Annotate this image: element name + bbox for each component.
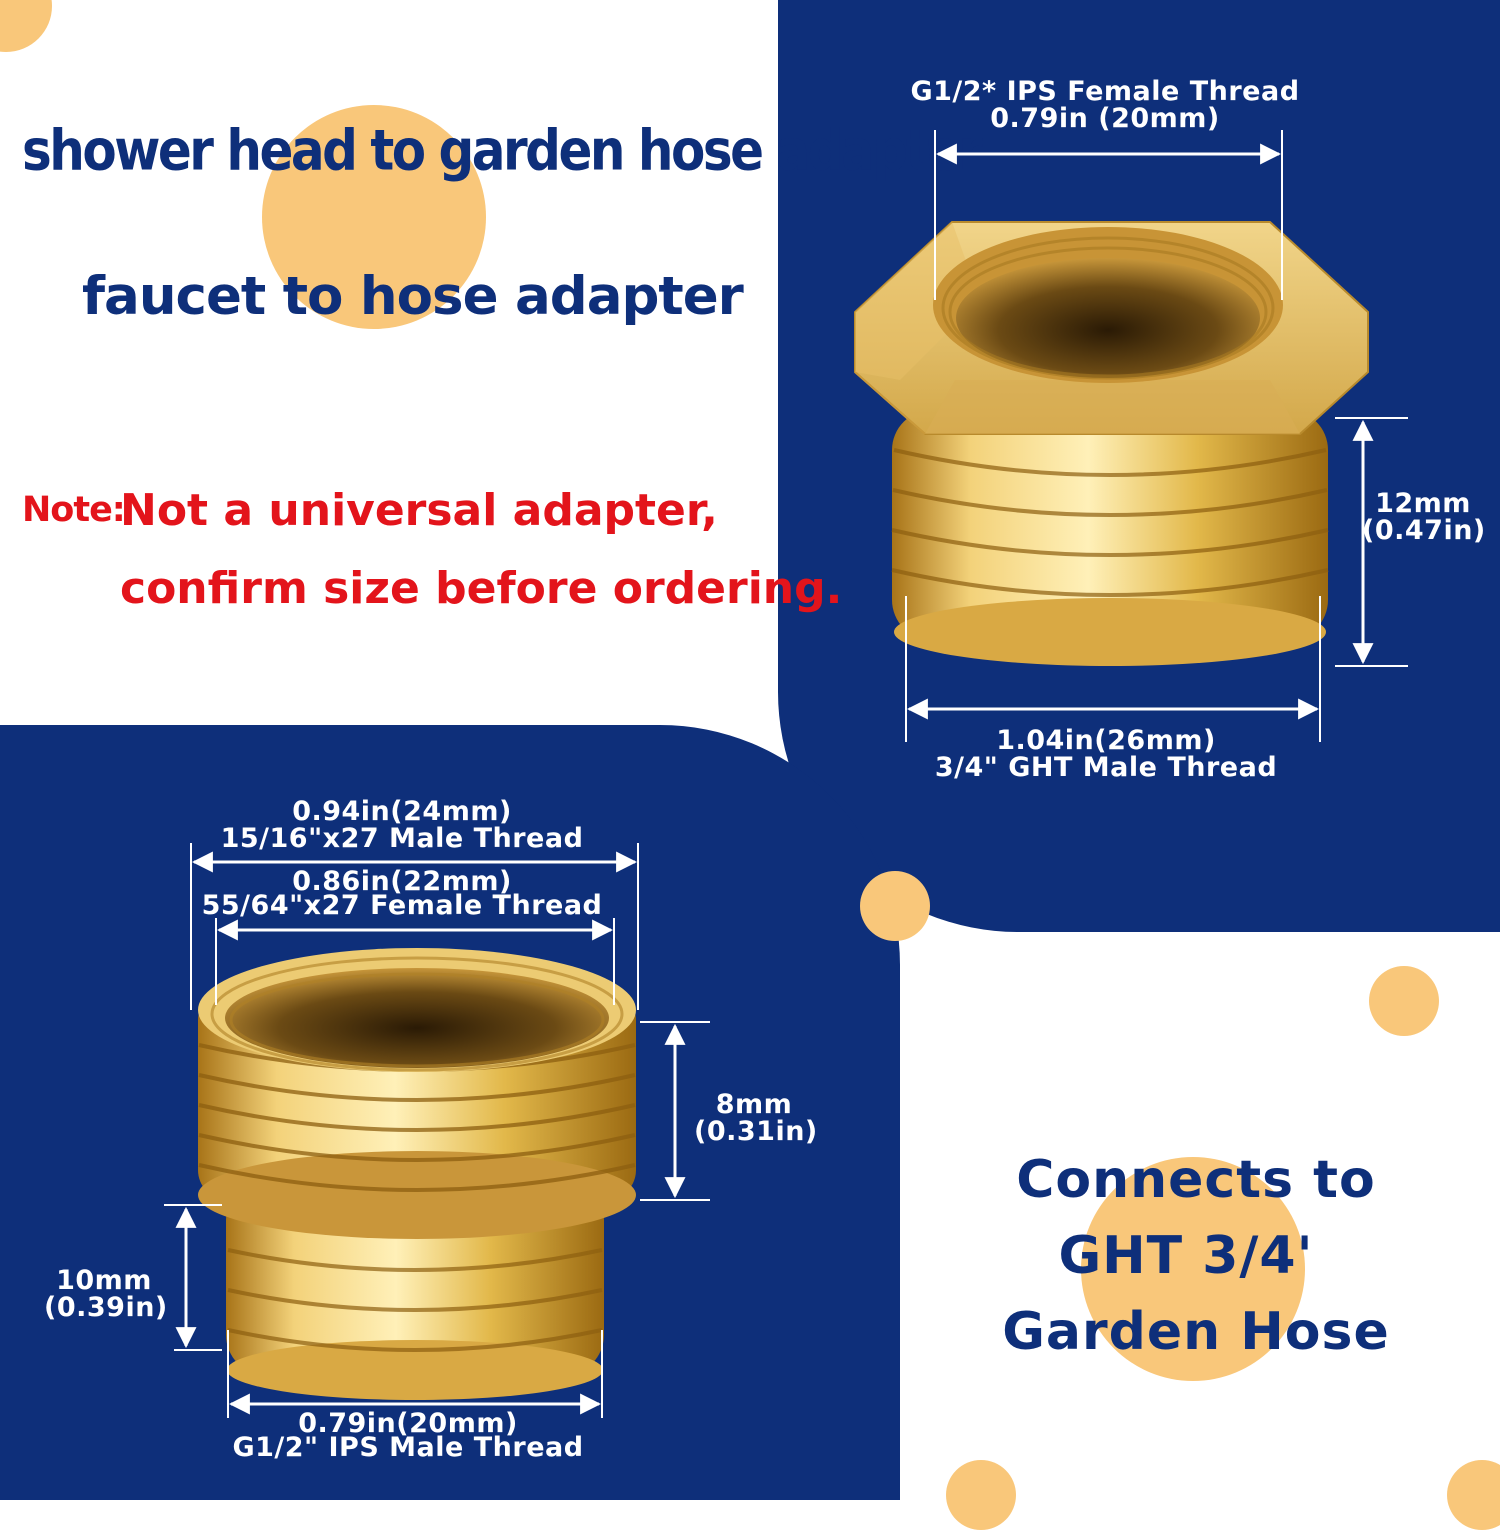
decor-dot — [860, 871, 930, 941]
bottom-adapter-left-dimension: 10mm (0.39in) — [44, 1265, 168, 1323]
bottom-adapter-outer-dimension: 0.94in(24mm) 15/16"x27 Male Thread — [192, 798, 612, 852]
hex-face-front — [925, 380, 1300, 434]
top-adapter-side-dimension: 12mm (0.47in) — [1362, 488, 1486, 546]
dim-text: G1/2" IPS Male Thread — [232, 1432, 584, 1463]
bottom-adapter-inner-dimension: 0.86in(22mm) 55/64"x27 Female Thread — [192, 866, 612, 921]
dim-text: 0.79in(20mm) — [298, 1408, 518, 1439]
decor-dot — [1369, 966, 1439, 1036]
hex-edge — [854, 371, 926, 435]
note-line-1: Not a universal adapter, — [120, 485, 718, 536]
bottom-adapter — [198, 948, 636, 1400]
connects-to-line-1: Connects to — [1016, 1150, 1376, 1210]
dim-text: 55/64"x27 Female Thread — [201, 890, 603, 921]
top-adapter — [854, 221, 1369, 666]
bottom-adapter-bore — [225, 968, 609, 1068]
top-adapter-top-dimension: G1/2* IPS Female Thread 0.79in (20mm) — [905, 78, 1305, 132]
dim-text: 8mm — [715, 1089, 793, 1120]
dim-text: G1/2* IPS Female Thread — [910, 76, 1300, 107]
dim-text: 0.86in(22mm) — [292, 866, 512, 897]
bottom-adapter-bottom-dimension: 0.79in(20mm) G1/2" IPS Male Thread — [208, 1408, 608, 1463]
top-adapter-threads — [891, 448, 1329, 597]
bottom-adapter-upper-base — [198, 1151, 636, 1239]
bottom-adapter-lower-threads — [227, 1248, 603, 1352]
headline-shower-head: shower head to garden hose adapter — [22, 118, 983, 183]
connects-to-line-3: Garden Hose — [1002, 1302, 1390, 1362]
dim-text: 3/4" GHT Male Thread — [934, 752, 1278, 783]
dim-text: 12mm — [1375, 488, 1471, 519]
top-adapter-bottom-dimension: 1.04in(26mm) 3/4" GHT Male Thread — [906, 727, 1306, 781]
top-adapter-bottom-rim — [894, 598, 1326, 666]
dim-text: (0.31in) — [694, 1116, 818, 1147]
bottom-adapter-right-dimension: 8mm (0.31in) — [694, 1089, 818, 1147]
dim-text: (0.39in) — [44, 1292, 168, 1323]
headline-faucet: faucet to hose adapter — [82, 266, 744, 327]
decor-dot — [1081, 1157, 1305, 1381]
dim-text: 10mm — [56, 1265, 152, 1296]
connects-to-line-2: GHT 3/4' — [1058, 1226, 1314, 1286]
decor-dot — [262, 105, 486, 329]
top-adapter-bore-inner — [956, 258, 1260, 378]
hex-face-left — [855, 222, 980, 380]
dim-text: 15/16"x27 Male Thread — [220, 823, 584, 854]
dim-text: 0.94in(24mm) — [292, 796, 512, 827]
note-line-2: confirm size before ordering. — [120, 563, 843, 614]
top-adapter-dimension-lines — [905, 130, 1408, 742]
dim-text: (0.47in) — [1362, 515, 1486, 546]
bottom-adapter-lower-rim — [227, 1340, 603, 1400]
bottom-adapter-dimension-lines — [164, 843, 710, 1418]
dim-text: 1.04in(26mm) — [996, 725, 1216, 756]
bottom-adapter-bore-threads — [210, 956, 624, 1072]
note-label: Note: — [22, 490, 126, 530]
dim-text: 0.79in (20mm) — [990, 103, 1220, 134]
top-adapter-bore-threads — [941, 236, 1275, 380]
